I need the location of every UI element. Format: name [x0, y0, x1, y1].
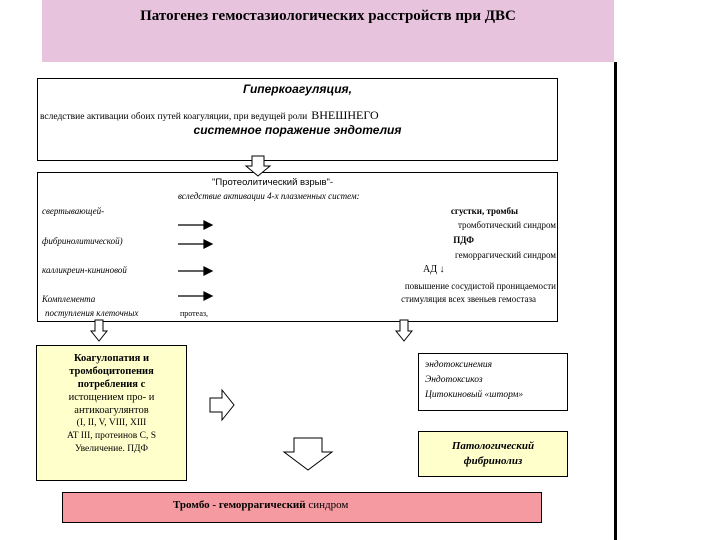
- hypercoagulation-line1-text: вследствие активации обоих путей коагуля…: [40, 112, 308, 122]
- effect-permeability: повышение сосудистой проницаемости: [404, 281, 556, 291]
- system-coagulation: свертывающей-: [42, 206, 105, 216]
- coag-line-4: истощением про- и: [68, 392, 155, 403]
- effect-bp: АД ↓: [423, 264, 445, 275]
- system-complement: Комплемента: [42, 294, 96, 304]
- hypercoagulation-line1-emph: ВНЕШНЕГО: [311, 108, 379, 122]
- fibrinolysis-box: Патологический фибринолиз: [418, 431, 568, 477]
- endo-line-1: эндотоксинемия: [425, 360, 493, 370]
- endotoxemia-box: эндотоксинемия Эндотоксикоз Цитокиновый …: [418, 353, 568, 411]
- hypercoagulation-box: [37, 78, 558, 161]
- hypercoagulation-line2: системное поражение эндотелия: [193, 123, 402, 137]
- coag-line-8: Увеличение. ПДФ: [74, 444, 149, 454]
- coag-line-6: (I, II, V, VIII, XIII: [76, 418, 147, 428]
- hypercoagulation-heading: Гиперкоагуляция,: [243, 82, 352, 96]
- coagulopathy-box: Коагулопатия и тромбоцитопения потреблен…: [36, 345, 187, 481]
- endo-line-2: Эндотоксикоз: [425, 375, 483, 385]
- arrowhead-system-2: [203, 239, 214, 249]
- effect-stimulation: стимуляция всех звеньев гемостаза: [401, 294, 536, 304]
- coag-line-1: Коагулопатия и: [73, 353, 150, 364]
- bottom-text-2: синдром: [308, 499, 349, 511]
- proteolytic-box: [37, 172, 558, 322]
- thrombo-hemorrhagic-box: Тромбо - геморрагический синдром: [62, 492, 542, 523]
- coag-line-3: потребления с: [77, 379, 146, 390]
- effect-bp-label: АД: [423, 264, 438, 275]
- coag-line-7: AT III, протеинов C, S: [66, 431, 157, 441]
- effect-clots: сгустки, тромбы: [450, 206, 518, 216]
- arrowhead-system-3: [203, 266, 214, 276]
- block-arrow-down-left: [89, 319, 109, 342]
- coag-line-5: антикоагулянтов: [74, 405, 149, 416]
- fibr-line-1: Патологический: [451, 440, 535, 452]
- effect-hemorrhagic: геморрагический синдром: [455, 250, 556, 260]
- system-cellular-tail: протеаз,: [180, 309, 209, 318]
- down-arrow-icon: ↓: [439, 264, 445, 275]
- endo-line-3: Цитокиновый «шторм»: [425, 390, 524, 400]
- hypercoagulation-line1: вследствие активации обоих путей коагуля…: [40, 106, 379, 124]
- title-banner: [42, 0, 614, 62]
- system-cellular: поступления клеточных: [45, 308, 139, 318]
- proteolytic-heading: "Протеолитический взрыв"-: [212, 177, 334, 188]
- block-arrow-down-right: [394, 319, 414, 342]
- vertical-rule: [614, 62, 617, 540]
- proteolytic-subheading: вследствие активации 4-х плазменных сист…: [178, 191, 360, 201]
- effect-fdp: ПДФ: [453, 235, 474, 245]
- block-arrow-right: [209, 388, 235, 422]
- coag-line-2: тромбоцитопения: [69, 366, 154, 377]
- block-arrow-down-1: [244, 155, 272, 177]
- block-arrow-down-bottom: [282, 437, 334, 471]
- fibr-line-2: фибринолиз: [463, 455, 523, 467]
- arrowhead-system-4: [203, 291, 214, 301]
- effect-thrombotic: тромботический синдром: [457, 220, 556, 230]
- bottom-text-1: Тромбо - геморрагический: [173, 499, 306, 511]
- system-kallikrein: калликреин-кининовой: [42, 265, 127, 275]
- system-fibrinolytic: фибринолитической): [42, 236, 123, 246]
- page-title: Патогенез гемостазиологических расстройс…: [140, 8, 516, 24]
- arrowhead-system-1: [203, 220, 214, 230]
